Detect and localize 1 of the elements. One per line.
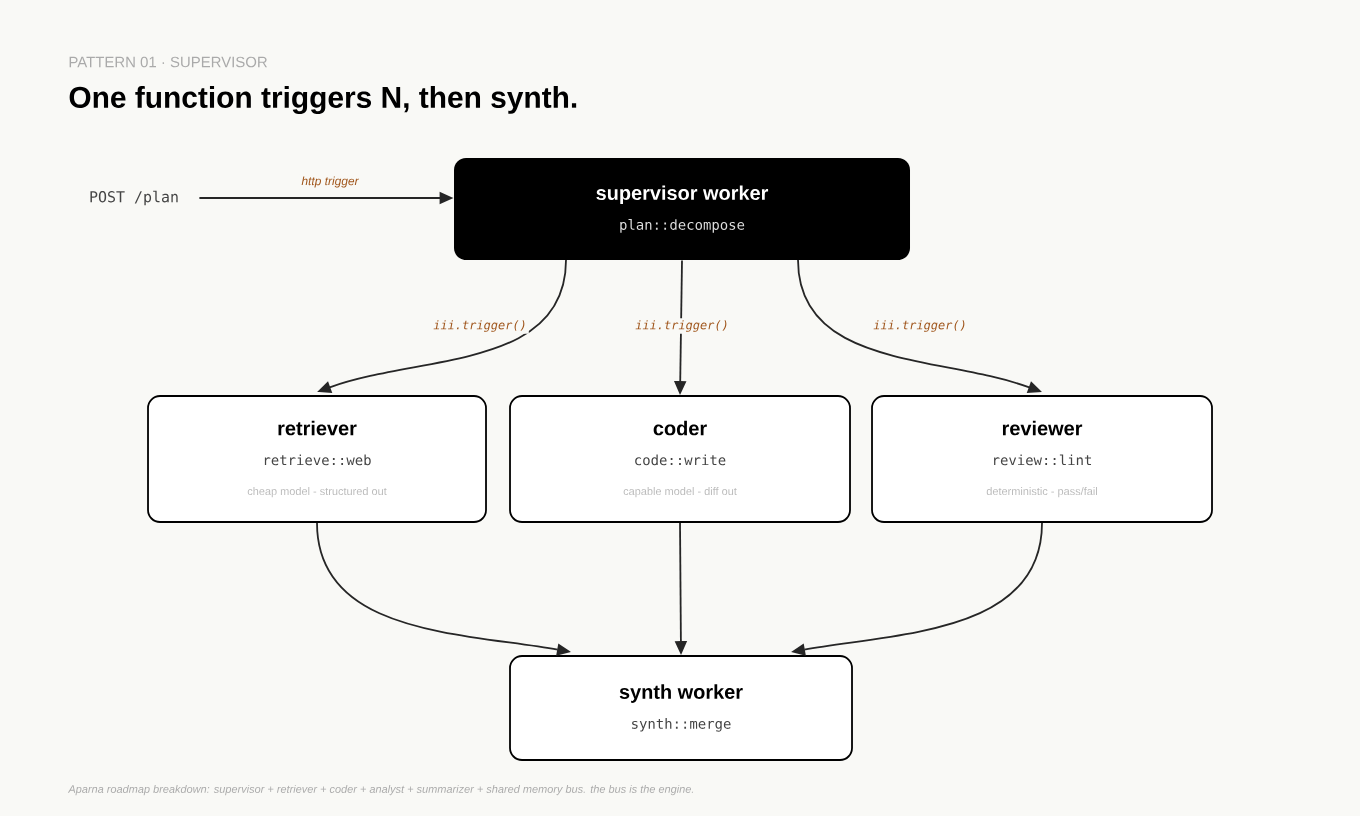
title: One function triggers N, then synth.: [69, 86, 577, 114]
